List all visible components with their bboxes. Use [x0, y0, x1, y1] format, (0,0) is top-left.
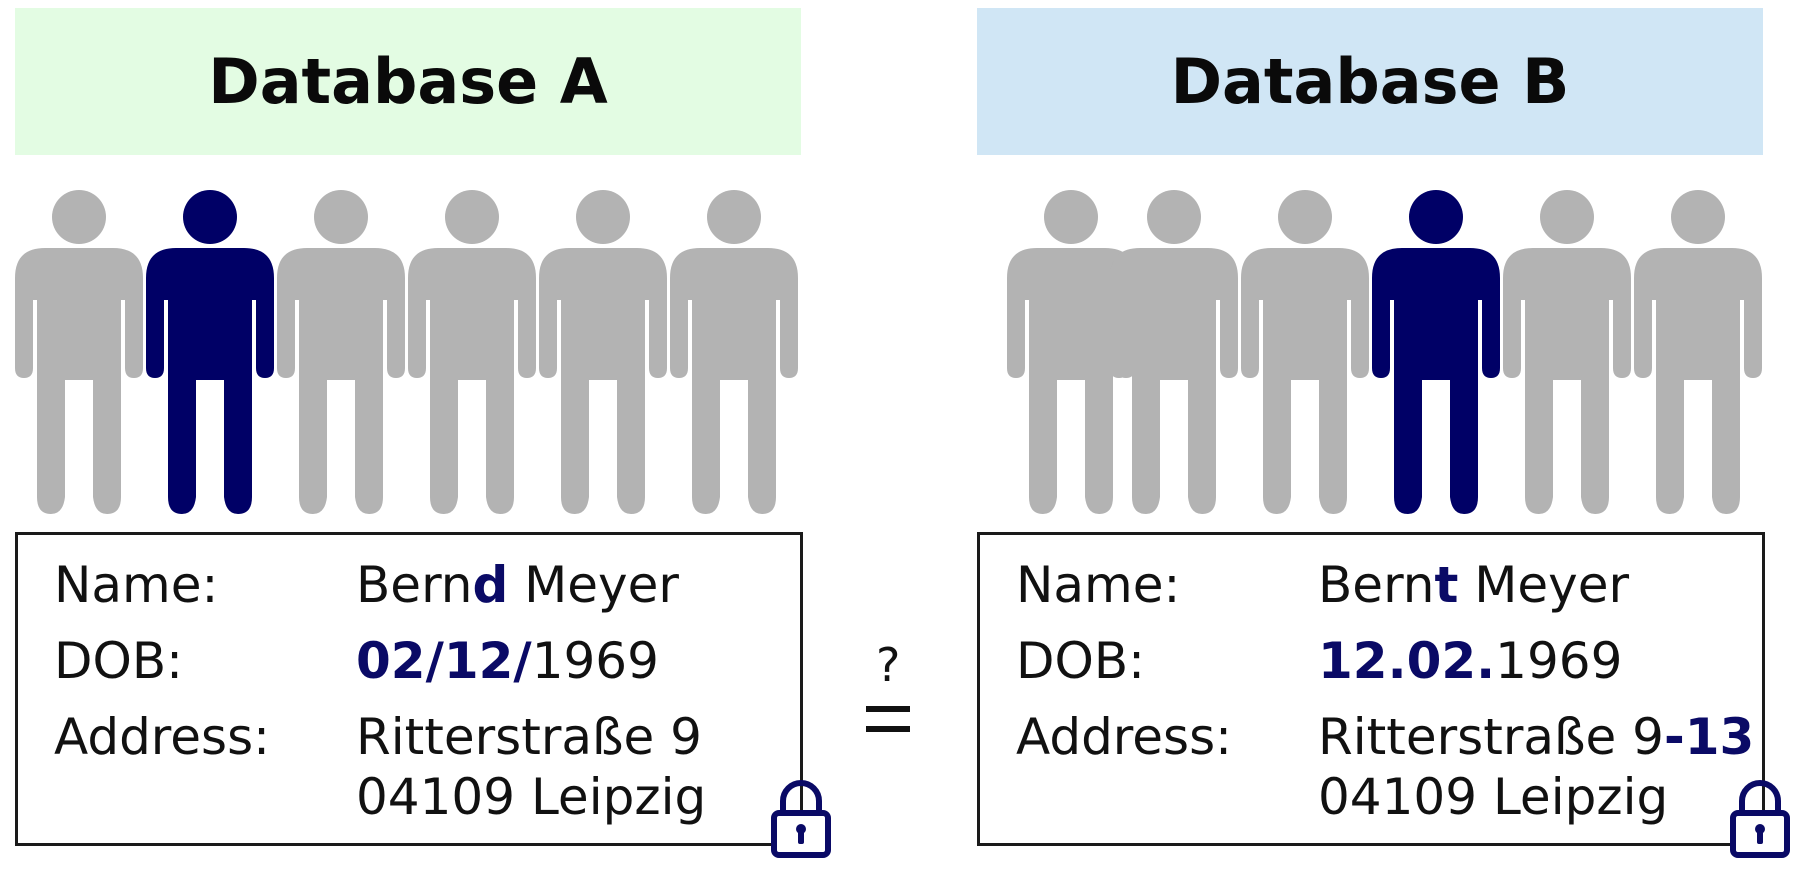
- database-b-record: Name: Bernt Meyer DOB: 12.02.1969 Address:…: [977, 532, 1765, 846]
- dob-label: DOB:: [54, 632, 184, 690]
- database-a-header: Database A: [15, 8, 801, 155]
- record-row-name: Name: Bernd Meyer: [54, 555, 679, 615]
- name-value: Bernd Meyer: [356, 556, 679, 614]
- name-label: Name:: [54, 556, 219, 614]
- person-icon: [670, 190, 798, 514]
- person-icon: [15, 190, 143, 514]
- person-icon: [146, 190, 274, 514]
- dob-diff: 02/12/: [356, 632, 532, 690]
- address-label: Address:: [1016, 708, 1232, 766]
- dob-label: DOB:: [1016, 632, 1146, 690]
- person-icon: [539, 190, 667, 514]
- record-row-address: Address: Ritterstraße 9: [54, 707, 702, 767]
- name-diff: t: [1434, 556, 1459, 614]
- lock-icon: [771, 780, 831, 858]
- database-b-people: [977, 190, 1763, 520]
- database-a-record: Name: Bernd Meyer DOB: 02/12/1969 Address:…: [15, 532, 803, 846]
- person-icon: [1372, 190, 1500, 514]
- database-a-panel: Database A Name: Bernd Meyer DOB: 02/12/19…: [15, 0, 831, 870]
- database-b-title: Database B: [1170, 45, 1570, 118]
- person-icon: [1634, 190, 1762, 514]
- person-icon: [1503, 190, 1631, 514]
- person-icon: [277, 190, 405, 514]
- database-b-panel: Database B Name: Bernt Meyer DOB: 12.02.19…: [977, 0, 1790, 870]
- record-row-address-line2: 04109 Leipzig: [54, 767, 706, 827]
- equals-bar-bottom: [866, 726, 910, 732]
- address-line2-value: 04109 Leipzig: [356, 768, 707, 826]
- database-a-title: Database A: [208, 45, 608, 118]
- record-row-name: Name: Bernt Meyer: [1016, 555, 1629, 615]
- dob-value: 02/12/1969: [356, 632, 659, 690]
- database-a-people: [15, 190, 801, 520]
- name-label: Name:: [1016, 556, 1181, 614]
- dob-diff: 12.02.: [1318, 632, 1496, 690]
- dob-value: 12.02.1969: [1318, 632, 1623, 690]
- person-icon: [1241, 190, 1369, 514]
- address-line1-value: Ritterstraße 9-13: [1318, 708, 1755, 766]
- record-row-dob: DOB: 02/12/1969: [54, 631, 659, 691]
- lock-icon: [1730, 780, 1790, 858]
- person-icon: [1007, 190, 1135, 514]
- equals-bar-top: [866, 706, 910, 712]
- address-line2-value: 04109 Leipzig: [1318, 768, 1669, 826]
- address-diff: -13: [1663, 708, 1755, 766]
- person-icon: [408, 190, 536, 514]
- record-row-address-line2: 04109 Leipzig: [1016, 767, 1668, 827]
- person-icon: [1110, 190, 1238, 514]
- record-row-dob: DOB: 12.02.1969: [1016, 631, 1622, 691]
- record-row-address: Address: Ritterstraße 9-13: [1016, 707, 1754, 767]
- database-b-header: Database B: [977, 8, 1763, 155]
- questioned-equals-icon: ?: [862, 640, 918, 750]
- address-label: Address:: [54, 708, 270, 766]
- name-diff: d: [472, 556, 509, 614]
- question-mark: ?: [876, 638, 901, 692]
- address-line1-value: Ritterstraße 9: [356, 708, 702, 766]
- name-value: Bernt Meyer: [1318, 556, 1630, 614]
